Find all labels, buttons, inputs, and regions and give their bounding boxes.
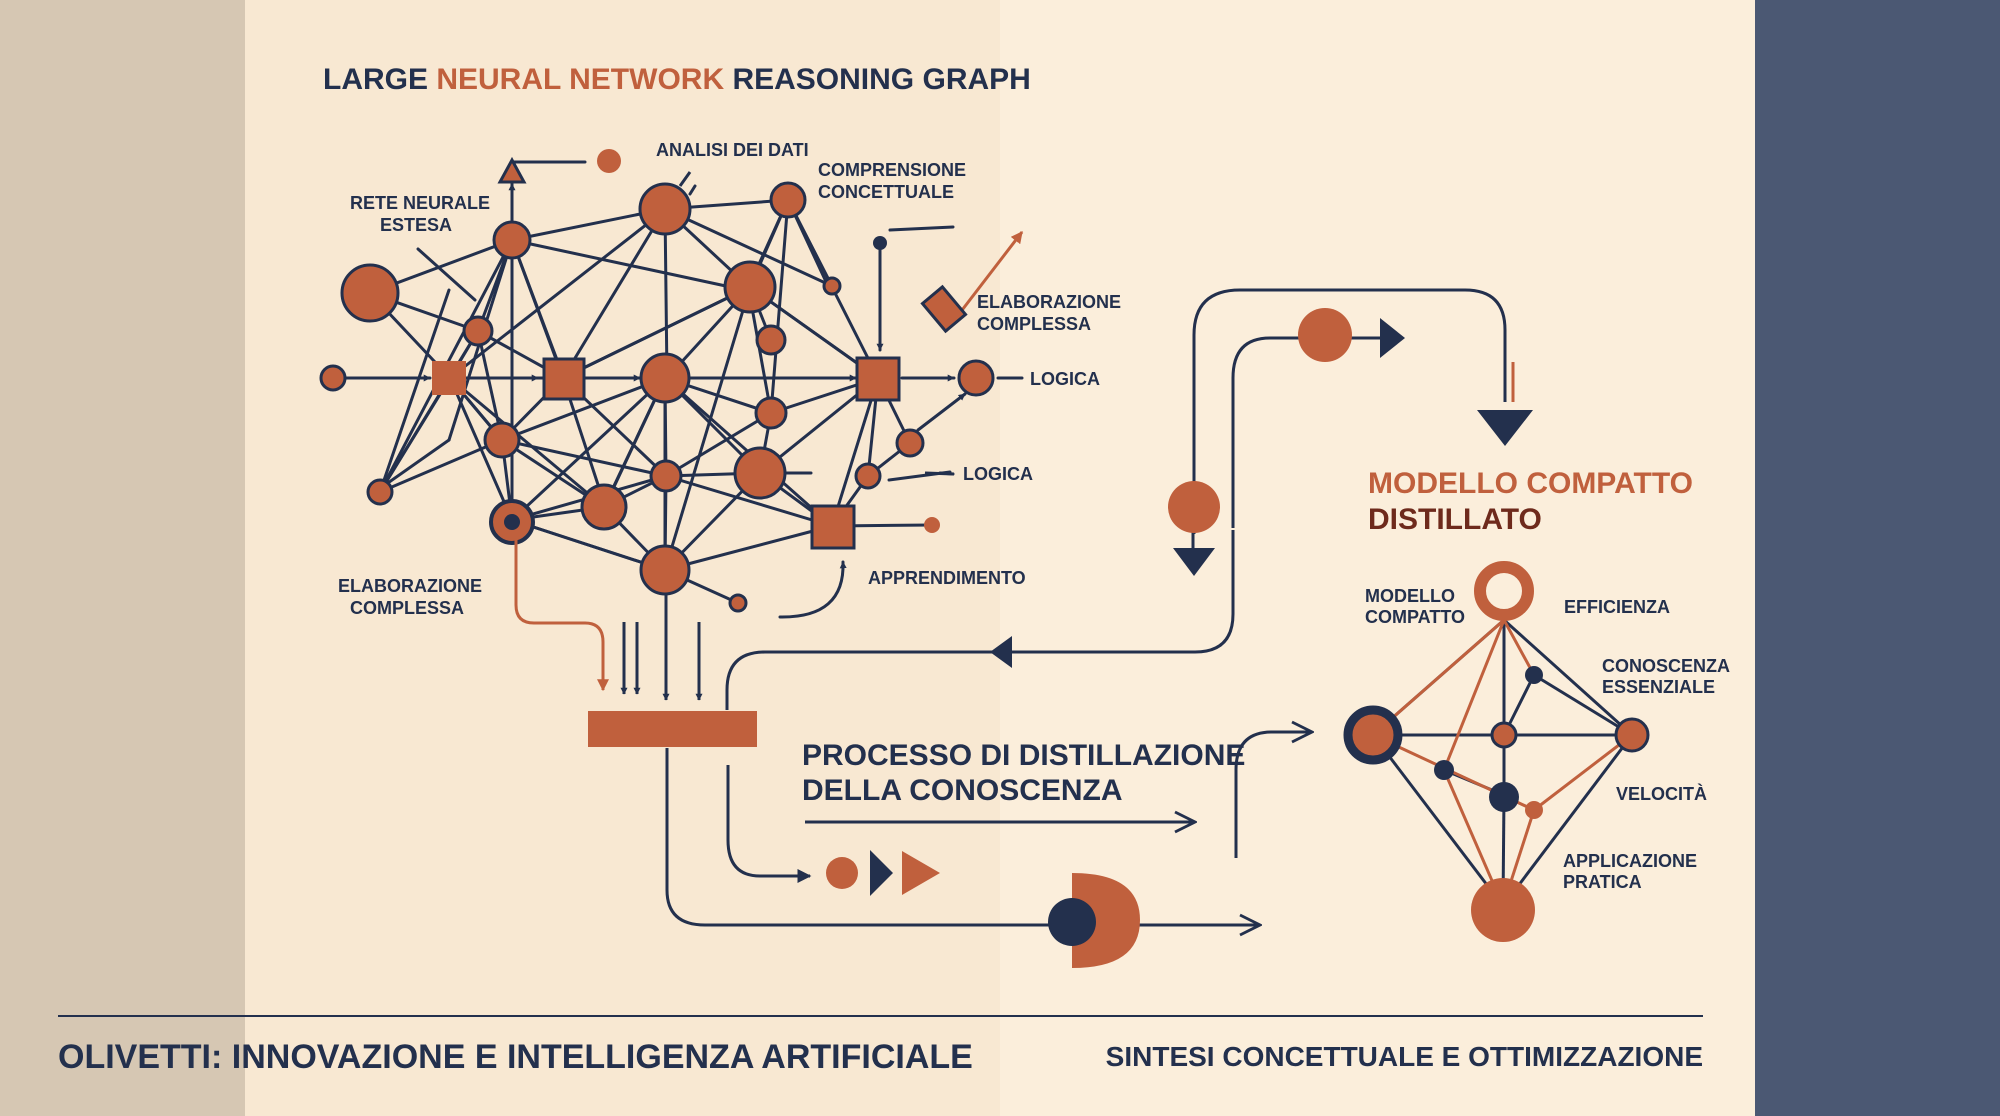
half-disc-shape [1072,873,1140,968]
label-applicazione-2: PRATICA [1563,872,1642,892]
paper-left [245,0,1000,1116]
process-label-1: PROCESSO DI DISTILLAZIONE [802,739,1245,772]
loop-arrow-icon [1380,318,1405,358]
label-rete-1: RETE NEURALE [350,193,490,213]
rust-curved-arrow [514,538,609,692]
label-elab-bottom-2: COMPLESSA [350,598,464,618]
label-efficienza: EFFICIENZA [1564,597,1670,617]
left-big-node [1343,705,1403,765]
label-logica-2: LOGICA [963,464,1033,484]
right-band [1755,0,2000,1116]
label-modello-1: MODELLO [1365,586,1455,606]
ring-node-core [504,514,520,530]
label-elab-top-1: ELABORAZIONE [977,292,1121,312]
label-apprendimento: APPRENDIMENTO [868,568,1026,588]
label-comprensione-1: COMPRENSIONE [818,160,966,180]
flow-triangle-rust [902,851,940,895]
collector-bar [588,711,757,747]
label-comprensione-2: CONCETTUALE [818,182,954,202]
footer-right: SINTESI CONCETTUALE E OTTIMIZZAZIONE [1106,1041,1703,1072]
navy-node-c [1489,782,1519,812]
compact-title-1: MODELLO COMPATTO [1368,467,1693,500]
label-rete-2: ESTESA [380,215,452,235]
rust-node-small [1525,801,1543,819]
process-label-2: DELLA CONOSCENZA [802,774,1123,807]
right-node [1614,717,1650,753]
bottom-big-node [1471,878,1535,942]
label-analisi: ANALISI DEI DATI [656,140,809,160]
left-arrow-icon [990,636,1012,668]
label-logica-1: LOGICA [1030,369,1100,389]
label-modello-2: COMPATTO [1365,607,1465,627]
label-elab-top-2: COMPLESSA [977,314,1091,334]
label-velocita: VELOCITÀ [1616,783,1707,804]
down-arrow-small-icon [1173,548,1215,576]
navy-node-b [1434,760,1454,780]
ring-top-node [1474,561,1534,621]
flow-dot [826,857,858,889]
small-navy-node [873,236,887,250]
diagram-title: LARGE NEURAL NETWORK REASONING GRAPH [323,63,1031,96]
up-triangle-icon [497,156,527,184]
center-node [1490,721,1518,749]
flow-triangle-navy [870,850,893,896]
left-band [0,0,245,1116]
navy-node-a [1525,666,1543,684]
navy-disc [1048,898,1096,946]
compact-title-2: DISTILLATO [1368,503,1542,536]
label-applicazione-1: APPLICAZIONE [1563,851,1697,871]
down-arrow-icon [1477,410,1533,446]
label-conoscenza-1: CONOSCENZA [1602,656,1730,676]
label-elab-bottom-1: ELABORAZIONE [338,576,482,596]
loop-side-node [1168,481,1220,533]
label-conoscenza-2: ESSENZIALE [1602,677,1715,697]
loop-node [1298,308,1352,362]
footer-left: OLIVETTI: INNOVAZIONE E INTELLIGENZA ART… [58,1038,973,1076]
flow-lines [620,288,1507,925]
